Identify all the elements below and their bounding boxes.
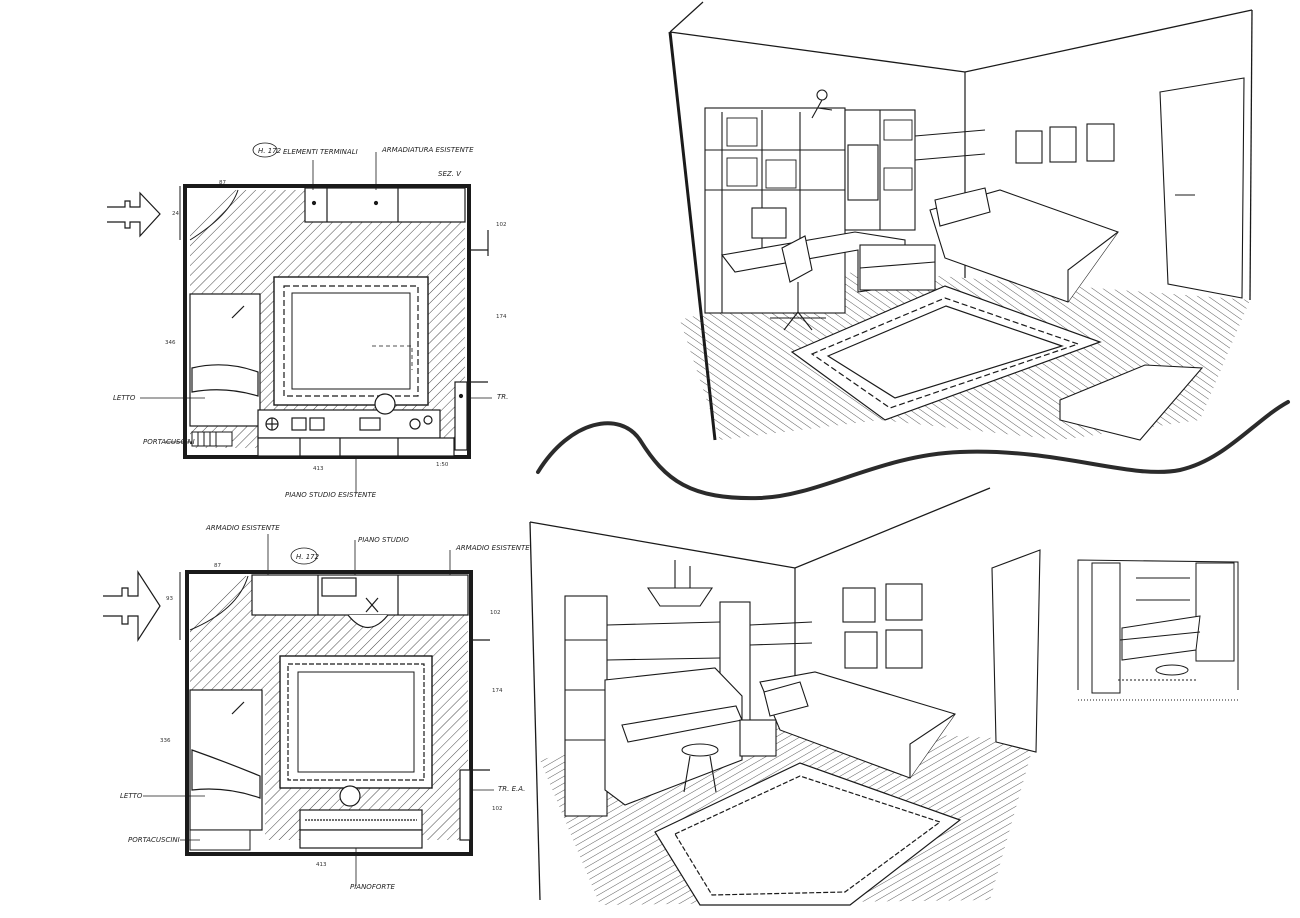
height-tag: H. 172 [258, 147, 282, 155]
floor-plan-top: H. 172 ELEMENTI TERMINALI ARMADIATURA ES… [107, 142, 508, 499]
dim-left: 346 [165, 340, 176, 346]
perspective-bottom [529, 487, 1041, 906]
callout-desk-label: PIANO STUDIO [358, 536, 409, 544]
bed [189, 293, 261, 427]
entry-arrow-icon [107, 191, 161, 238]
radiator [459, 769, 471, 841]
callout-shelves-label: ELEMENTI TERMINALI [283, 148, 358, 156]
dim-left: 336 [160, 738, 171, 744]
radiator-label: TR. E.A. [498, 785, 525, 793]
rug [273, 276, 429, 406]
wardrobe-existing [251, 574, 469, 629]
pouf-label: PORTACUSCINI [143, 438, 195, 446]
bed-label: LETTO [120, 792, 143, 800]
rug [279, 655, 433, 789]
callouts [140, 142, 492, 494]
desk-label: PIANO STUDIO ESISTENTE [285, 491, 377, 499]
door [991, 549, 1041, 753]
door-swing [189, 189, 239, 241]
callout-wardrobe-label: ARMADIATURA ESISTENTE [381, 146, 474, 154]
desk [721, 207, 936, 331]
wall-frames [1015, 123, 1115, 164]
pouf-label: PORTACUSCINI [128, 836, 180, 844]
entry-arrow-icon [103, 569, 161, 643]
callout-wardrobe-label: ARMADIO ESISTENTE [205, 524, 280, 532]
walls [179, 184, 489, 459]
rug [654, 762, 962, 906]
callouts [143, 534, 494, 886]
dim-right-mid: 174 [496, 314, 507, 320]
bed [739, 671, 956, 779]
ship-model [646, 560, 714, 607]
wardrobe-existing [304, 187, 466, 223]
cushion-storage [191, 431, 233, 447]
scale-label: 1:50 [436, 462, 449, 468]
wall-frames [842, 583, 923, 669]
rug [790, 285, 1102, 421]
radiator-label: TR. [497, 393, 508, 401]
piano [604, 667, 743, 806]
dim-right-mid: 174 [492, 688, 503, 694]
dim-top: 87 [219, 180, 226, 186]
callout-shelf-label: ARMADIO ESISTENTE [455, 544, 530, 552]
dim-bottom: 413 [313, 466, 324, 472]
perspective-top [668, 1, 1253, 441]
bed [189, 689, 263, 831]
room-frame [669, 9, 1253, 73]
dim-top: 87 [214, 563, 221, 569]
floor-plan-bottom: H. 172 ARMADIO ESISTENTE PIANO STUDIO AR… [103, 524, 530, 891]
desk-detail-sketch [1077, 559, 1240, 701]
section-mark: SEZ. V [438, 170, 462, 178]
dim-door-gap: 93 [166, 596, 173, 602]
dim-right-bot: 102 [492, 806, 503, 812]
dim-door-gap: 24 [172, 211, 179, 217]
radiator [454, 381, 468, 451]
open-drawer [1059, 364, 1204, 441]
dim-right-top: 102 [496, 222, 507, 228]
desk [257, 393, 455, 457]
door-swing [189, 575, 249, 631]
piano [299, 785, 423, 849]
wavy-separator [536, 400, 1290, 501]
bed-label: LETTO [113, 394, 136, 402]
bed [929, 187, 1119, 303]
piano-label: PIANOFORTE [350, 883, 395, 891]
height-tag: H. 172 [296, 553, 320, 561]
walls [179, 570, 490, 856]
dim-right-top: 102 [490, 610, 501, 616]
bookshelf [704, 89, 986, 314]
door [1159, 77, 1245, 299]
dim-bottom: 413 [316, 862, 327, 868]
